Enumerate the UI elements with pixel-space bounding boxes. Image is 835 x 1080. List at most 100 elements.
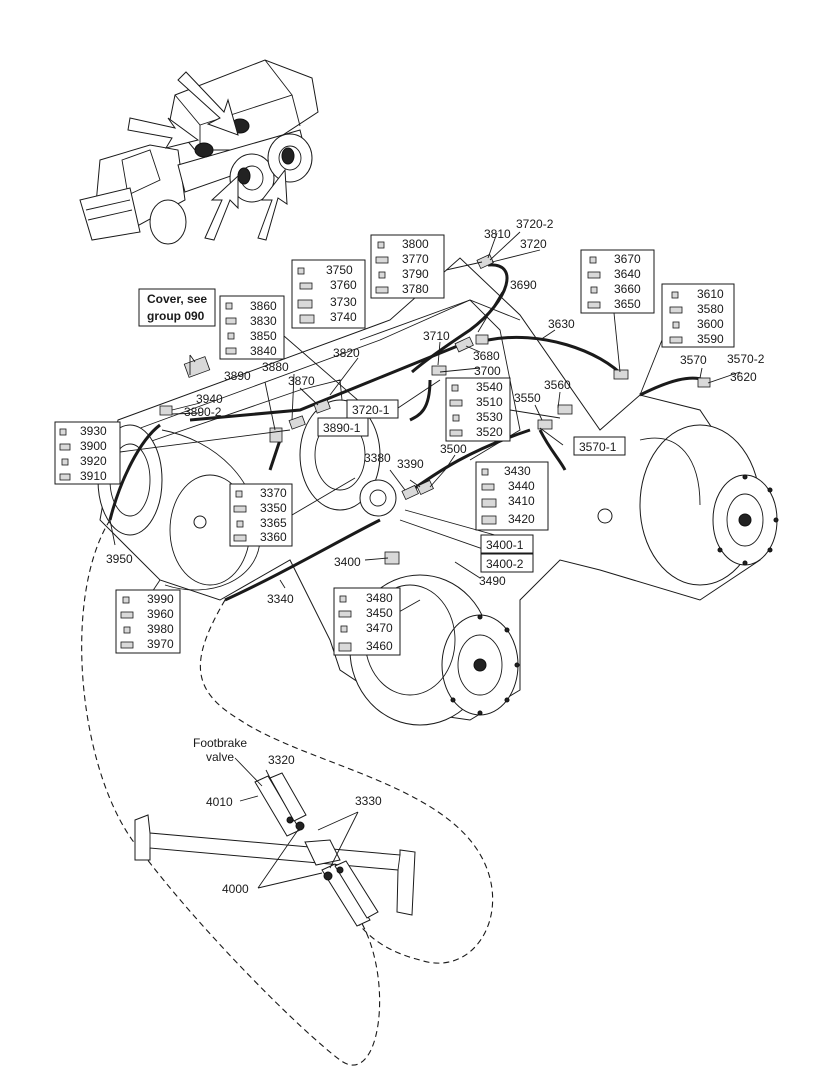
callout-3460: 3460	[366, 639, 393, 653]
callout-3820: 3820	[333, 346, 360, 360]
callout-3760: 3760	[330, 278, 357, 292]
callout-box-3370-group: 3370 3350 3365 3360	[229, 483, 293, 547]
callout-box-3720-1: 3720-1	[346, 399, 399, 419]
callout-3590: 3590	[697, 332, 724, 346]
callout-box-3480-group: 3480 3450 3470 3460	[333, 587, 401, 656]
callout-3490: 3490	[479, 574, 506, 588]
callout-box-3610-group: 3610 3580 3600 3590	[661, 283, 735, 348]
callout-3500: 3500	[440, 442, 467, 456]
cover-note-line1: Cover, see	[147, 292, 207, 306]
callout-3950: 3950	[106, 552, 133, 566]
callout-3870: 3870	[288, 374, 315, 388]
callout-3930: 3930	[80, 424, 107, 438]
callout-3740: 3740	[330, 310, 357, 324]
callout-box-3540-group: 3540 3510 3530 3520	[445, 377, 511, 442]
callout-3700: 3700	[474, 364, 501, 378]
callout-3920: 3920	[80, 454, 107, 468]
callout-box-3430-group: 3430 3440 3410 3420	[475, 461, 549, 531]
callout-3370: 3370	[260, 486, 287, 500]
callout-box-3800-group: 3800 3770 3790 3780	[370, 234, 445, 299]
dashed-route-line-2	[199, 599, 494, 964]
dashed-route-line	[81, 519, 381, 1066]
callout-3860: 3860	[250, 299, 277, 313]
callout-3400: 3400	[334, 555, 361, 569]
callout-3570-2: 3570-2	[727, 352, 765, 366]
cover-note-line2: group 090	[147, 309, 205, 323]
svg-text:3720-1: 3720-1	[352, 403, 390, 417]
callout-box-3570-1: 3570-1	[573, 436, 626, 456]
callout-3550: 3550	[514, 391, 541, 405]
callout-3440: 3440	[508, 479, 535, 493]
svg-text:3570-1: 3570-1	[579, 440, 617, 454]
callout-3340: 3340	[267, 592, 294, 606]
callout-3365: 3365	[260, 516, 287, 530]
callout-3650: 3650	[614, 297, 641, 311]
callout-3320: 3320	[268, 753, 295, 767]
callout-3720: 3720	[520, 237, 547, 251]
callout-3420: 3420	[508, 512, 535, 526]
callout-3990: 3990	[147, 592, 174, 606]
callout-3810: 3810	[484, 227, 511, 241]
callout-3690: 3690	[510, 278, 537, 292]
callout-3450: 3450	[366, 606, 393, 620]
callout-3730: 3730	[330, 295, 357, 309]
callout-3830: 3830	[250, 314, 277, 328]
callout-3660: 3660	[614, 282, 641, 296]
callout-3410: 3410	[508, 494, 535, 508]
callout-3540: 3540	[476, 380, 503, 394]
callout-3890-2: 3890-2	[184, 405, 222, 419]
callout-3580: 3580	[697, 302, 724, 316]
callout-3640: 3640	[614, 267, 641, 281]
callout-3470: 3470	[366, 621, 393, 635]
callout-box-3670-group: 3670 3640 3660 3650	[580, 249, 655, 314]
callout-3530: 3530	[476, 410, 503, 424]
callout-3350: 3350	[260, 501, 287, 515]
callout-3330: 3330	[355, 794, 382, 808]
callout-3520: 3520	[476, 425, 503, 439]
callout-3510: 3510	[476, 395, 503, 409]
callout-3800: 3800	[402, 237, 429, 251]
callout-3900: 3900	[80, 439, 107, 453]
footbrake-label-line2: valve	[206, 750, 234, 764]
callout-3960: 3960	[147, 607, 174, 621]
callout-3670: 3670	[614, 252, 641, 266]
callout-box-3990-group: 3990 3960 3980 3970	[115, 589, 181, 654]
callout-3970: 3970	[147, 637, 174, 651]
footbrake-valve-assembly	[134, 772, 416, 927]
callout-box-3860-group: 3860 3830 3850 3840	[219, 295, 285, 360]
callout-3380: 3380	[364, 451, 391, 465]
callout-3910: 3910	[80, 469, 107, 483]
footbrake-label-line1: Footbrake	[193, 736, 247, 750]
cover-note-box: Cover, see group 090	[138, 288, 216, 327]
callout-box-3750-group: 3750 3760 3730 3740	[291, 259, 366, 329]
callout-3850: 3850	[250, 329, 277, 343]
callout-3790: 3790	[402, 267, 429, 281]
callout-3720-2: 3720-2	[516, 217, 554, 231]
callout-3940: 3940	[196, 392, 223, 406]
callout-box-3890-1: 3890-1	[317, 417, 369, 437]
pipe-fittings	[159, 253, 711, 565]
callout-4010: 4010	[206, 795, 233, 809]
callout-3360: 3360	[260, 530, 287, 544]
callout-3780: 3780	[402, 282, 429, 296]
callout-box-3930-group: 3930 3900 3920 3910	[54, 421, 121, 485]
callout-3570: 3570	[680, 353, 707, 367]
callout-3890: 3890	[224, 369, 251, 383]
callout-3620: 3620	[730, 370, 757, 384]
location-truck-illustration	[79, 59, 319, 245]
brake-pipes	[108, 263, 706, 602]
callout-3710: 3710	[423, 329, 450, 343]
svg-text:3400-2: 3400-2	[486, 557, 524, 571]
callout-3560: 3560	[544, 378, 571, 392]
callout-box-3400-1: 3400-1	[480, 534, 534, 554]
callout-box-3400-2: 3400-2	[480, 553, 534, 573]
callout-3770: 3770	[402, 252, 429, 266]
callout-3600: 3600	[697, 317, 724, 331]
callout-3480: 3480	[366, 591, 393, 605]
callout-3630: 3630	[548, 317, 575, 331]
callout-3430: 3430	[504, 464, 531, 478]
callout-3980: 3980	[147, 622, 174, 636]
callout-3880: 3880	[262, 360, 289, 374]
callout-3390: 3390	[397, 457, 424, 471]
